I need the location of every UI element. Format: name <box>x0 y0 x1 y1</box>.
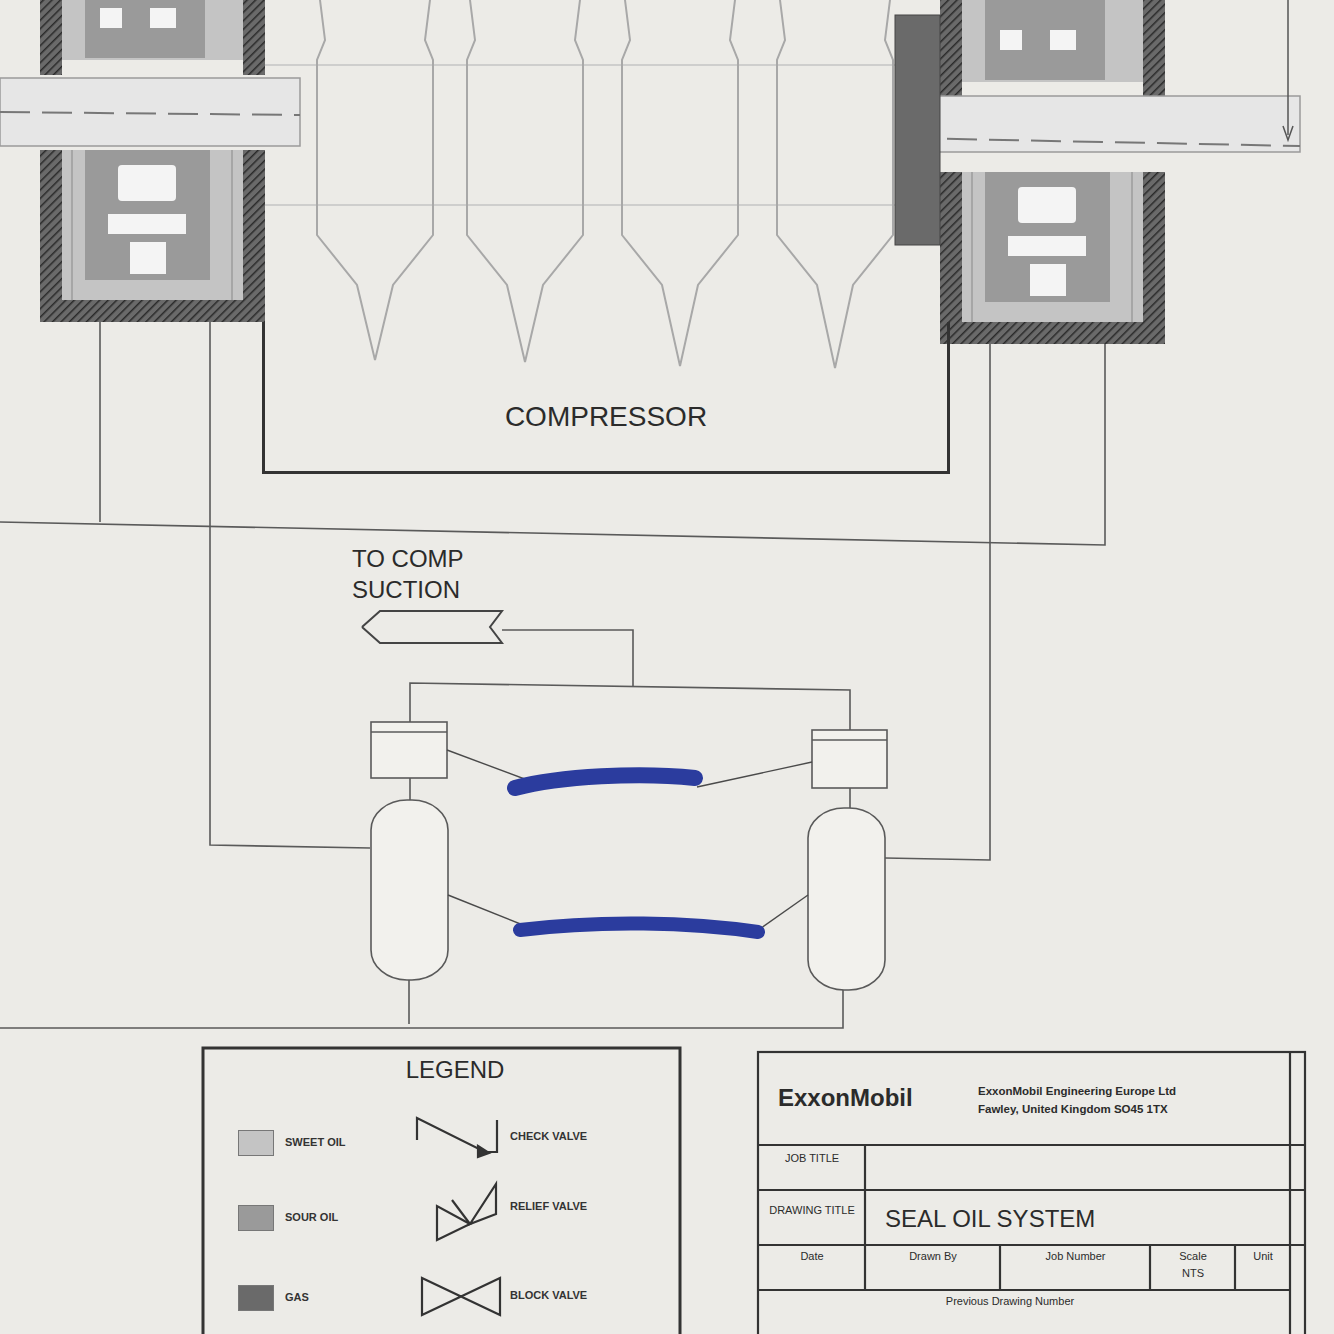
field-name: Previous Drawing Number <box>880 1295 1140 1308</box>
relief-valve-spring <box>452 1200 470 1224</box>
pipe <box>849 788 851 808</box>
vessels <box>371 722 887 990</box>
shaft-centerline <box>905 138 1300 146</box>
left-seal-housing <box>40 0 265 322</box>
title-block-rule <box>758 1144 1305 1146</box>
legend-swatch <box>238 1285 274 1311</box>
company-name: ExxonMobil Engineering Europe Ltd <box>978 1085 1288 1098</box>
title-block-rule <box>758 1289 1290 1291</box>
dimension-line <box>1287 0 1289 135</box>
company-address: Fawley, United Kingdom SO45 1TX <box>978 1103 1288 1116</box>
impeller <box>622 0 738 366</box>
pipe <box>408 980 410 1024</box>
pipe <box>502 630 633 686</box>
pipe <box>99 322 101 522</box>
field-name: Unit <box>1237 1250 1289 1263</box>
redaction-scribble <box>515 775 695 788</box>
title-block-rule <box>864 1145 866 1290</box>
shaft <box>900 96 1300 152</box>
legend-heading: LEGEND <box>355 1056 555 1084</box>
legend-label: SOUR OIL <box>285 1211 338 1223</box>
seal-oil-trap <box>808 808 885 990</box>
degasser-pot <box>812 730 887 788</box>
leader-line <box>448 895 528 927</box>
title-block-rule <box>999 1245 1001 1290</box>
pipe <box>0 344 1105 545</box>
offpage-arrow-outline <box>362 611 502 643</box>
pipe <box>409 778 411 800</box>
legend-swatch <box>238 1205 274 1231</box>
legend-frame <box>203 1048 680 1334</box>
field-name: Drawn By <box>868 1250 998 1263</box>
legend-label: CHECK VALVE <box>510 1130 587 1142</box>
field-name: Scale <box>1152 1250 1234 1263</box>
pipe <box>885 344 990 860</box>
leader-line <box>697 762 812 787</box>
impeller <box>467 0 583 362</box>
relief-valve-symbol <box>470 1184 496 1224</box>
title-block-rule <box>1149 1245 1151 1290</box>
title-block-frame <box>758 1052 1305 1334</box>
piping <box>0 322 1105 1028</box>
legend-label: SWEET OIL <box>285 1136 346 1148</box>
offpage-arrow <box>360 609 510 647</box>
field-name: JOB TITLE <box>762 1152 862 1165</box>
leader-lines <box>447 750 812 931</box>
connector-label: TO COMP SUCTION <box>352 543 492 605</box>
check-valve-symbol <box>417 1118 497 1152</box>
degasser-pot <box>371 722 447 778</box>
shaft <box>0 78 300 146</box>
diaphragm-line <box>265 204 895 206</box>
vessel-line <box>371 731 447 733</box>
check-valve-arrow <box>478 1146 489 1157</box>
legend-symbols <box>417 1118 500 1315</box>
vessel-line <box>812 739 887 741</box>
field-value: NTS <box>1152 1267 1234 1280</box>
title-block-rule <box>1289 1052 1291 1334</box>
pipe <box>410 683 850 730</box>
pipe <box>0 988 843 1028</box>
block-valve-symbol <box>422 1278 500 1315</box>
dimension-arrowhead <box>1283 126 1293 140</box>
pipe <box>210 322 370 848</box>
seal-oil-trap <box>371 800 448 980</box>
relief-valve-symbol <box>437 1206 470 1240</box>
equipment-label: COMPRESSOR <box>505 399 707 435</box>
title-block-rule <box>758 1189 1305 1191</box>
impellers <box>317 0 893 368</box>
diaphragm-lines <box>265 65 895 205</box>
offpage-connector: TO COMP SUCTION <box>352 543 510 647</box>
redaction-marks <box>515 775 758 932</box>
title-block-rule <box>1234 1245 1236 1290</box>
diaphragm-line <box>265 64 895 66</box>
field-name: DRAWING TITLE <box>762 1204 862 1217</box>
legend-label: GAS <box>285 1291 309 1303</box>
thrust-collar <box>895 15 940 245</box>
shaft-centerline <box>0 112 300 115</box>
right-seal-housing <box>940 0 1165 344</box>
compressor-casing: COMPRESSOR <box>262 322 950 474</box>
redaction-scribble <box>520 923 758 932</box>
impeller <box>317 0 433 360</box>
leader-line <box>757 895 808 931</box>
field-name: Job Number <box>1003 1250 1148 1263</box>
field-name: Date <box>762 1250 862 1263</box>
drawing-title: SEAL OIL SYSTEM <box>885 1205 1275 1233</box>
title-block-rule <box>758 1244 1305 1246</box>
impeller <box>777 0 893 368</box>
legend-label: BLOCK VALVE <box>510 1289 587 1301</box>
company-logo: ExxonMobil <box>778 1084 973 1112</box>
legend-swatch <box>238 1130 274 1156</box>
legend-label: RELIEF VALVE <box>510 1200 587 1212</box>
title-block <box>758 1052 1305 1334</box>
